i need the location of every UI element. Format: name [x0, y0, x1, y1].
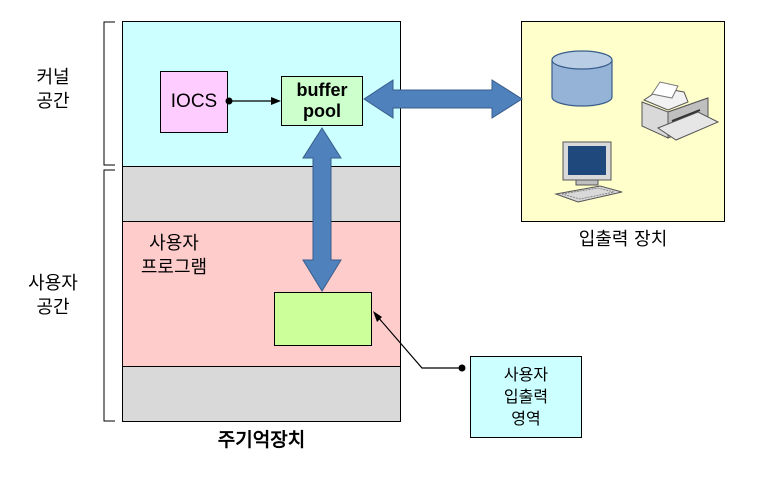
- user-io-callout-arrow: [373, 311, 466, 372]
- user-io-area-box: 사용자 입출력 영역: [470, 356, 582, 438]
- io-devices-label: 입출력 장치: [578, 229, 668, 250]
- buffer-device-double-arrow: [363, 79, 523, 119]
- user-space-label: 사용자 공간: [28, 273, 78, 318]
- buffer-pool-box: buffer pool: [281, 76, 363, 126]
- buffer-pool-label-1: buffer: [296, 80, 348, 100]
- gray-region-bottom: [122, 366, 401, 422]
- user-io-buffer-box: [274, 292, 372, 346]
- buffer-pool-label-2: pool: [303, 101, 341, 121]
- main-memory-label: 주기억장치: [217, 429, 306, 451]
- kernel-space-label: 커널 공간: [36, 67, 70, 112]
- buffer-user-double-arrow: [302, 127, 342, 292]
- iocs-box: IOCS: [160, 71, 228, 133]
- printer-icon: [641, 81, 720, 141]
- computer-icon: [554, 141, 623, 203]
- disk-icon: [551, 50, 613, 107]
- gray-region-top: [122, 166, 401, 222]
- iocs-label: IOCS: [170, 91, 218, 112]
- iocs-to-buffer-arrow: [225, 97, 281, 105]
- user-program-label: 사용자 프로그램: [140, 233, 208, 278]
